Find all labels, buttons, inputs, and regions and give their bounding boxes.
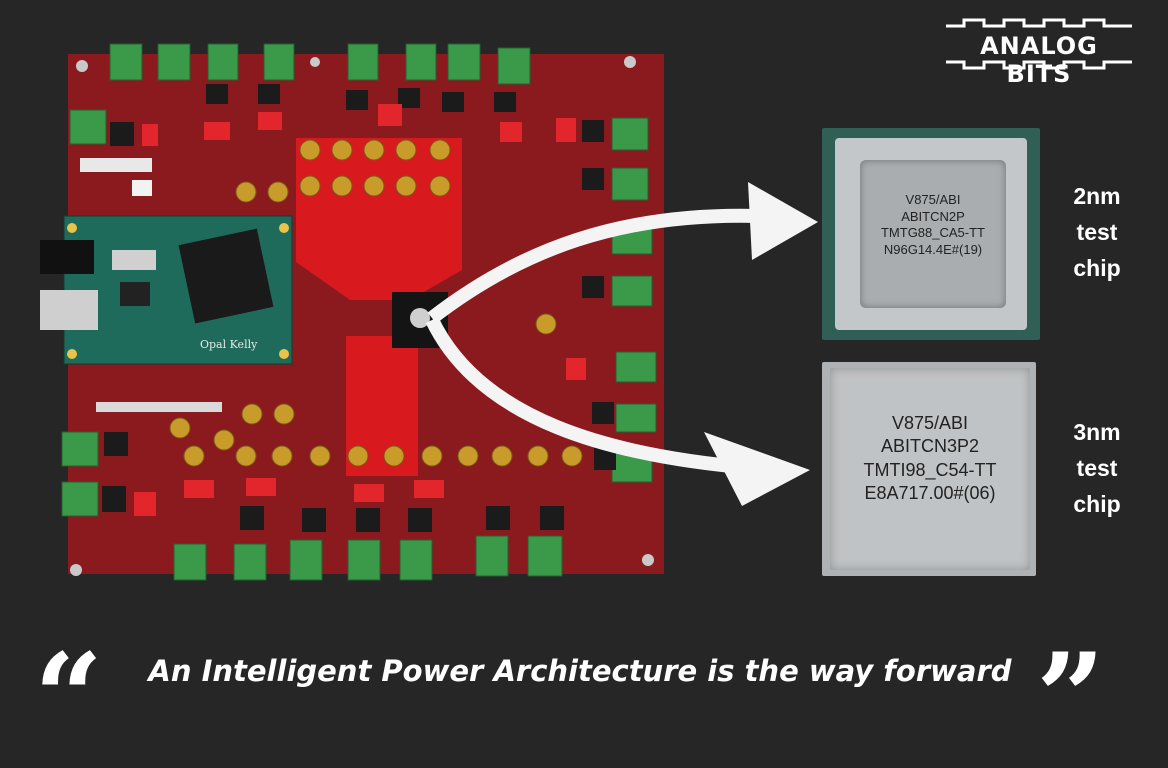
close-quote-icon: ”	[1036, 627, 1106, 768]
chip-3nm-label-line: 3nm	[1073, 419, 1121, 445]
component-pads	[134, 104, 586, 516]
chip-3nm-marking-line: E8A717.00#(06)	[864, 483, 996, 504]
qr-code	[132, 180, 152, 196]
chip-3nm-marking: V875/ABI ABITCN3P2 TMTI98_C54-TT E8A717.…	[830, 412, 1030, 506]
usb-connector	[40, 290, 98, 330]
quote-banner: “ An Intelligent Power Architecture is t…	[0, 634, 1168, 758]
chip-3nm-marking-line: TMTI98_C54-TT	[863, 459, 997, 480]
chip-2nm-label-line: 2nm	[1073, 183, 1121, 209]
chip-2nm-marking-line: V875/ABI	[905, 192, 961, 207]
arrow-to-2nm	[427, 208, 761, 324]
terminal-blocks-left	[61, 109, 107, 517]
terminal-blocks-bottom	[173, 535, 563, 581]
chip-2nm-marking-line: TMTG88_CA5-TT	[880, 225, 985, 241]
module-label: Opal Kelly	[200, 338, 258, 351]
chip-2nm-label-line: test	[1076, 219, 1118, 245]
socket-screw	[410, 308, 430, 328]
chip-2nm-label-line: chip	[1073, 255, 1121, 281]
power-jack	[40, 240, 94, 274]
analog-bits-logo: ANALOG BITS	[944, 18, 1134, 88]
led-strip	[96, 402, 222, 412]
chip-2nm-die	[860, 160, 1006, 308]
chip-3nm-label-line: chip	[1073, 491, 1121, 517]
chip-2nm-marking: V875/ABI ABITCN2P TMTG88_CA5-TT N96G14.4…	[860, 192, 1006, 259]
pin-headers	[102, 84, 616, 532]
arrows-overlay	[425, 182, 818, 506]
chip-2nm-marking-line: ABITCN2P	[901, 208, 965, 224]
open-quote-icon: “	[34, 627, 104, 768]
mounting-screws	[70, 56, 654, 576]
sma-connectors	[169, 139, 583, 467]
arrow-head-2nm	[748, 182, 818, 260]
evaluation-board-photo: Opal Kelly	[40, 43, 664, 581]
chip-3nm-label-line: test	[1076, 455, 1118, 481]
chip-3nm-lid	[830, 368, 1030, 570]
chip-2nm-label: 2nm test chip	[1058, 178, 1136, 286]
chip-3nm-label: 3nm test chip	[1058, 414, 1136, 522]
arrow-to-3nm	[425, 316, 753, 475]
logo-text: ANALOG BITS	[980, 32, 1098, 88]
board-logo-silkscreen	[80, 158, 152, 172]
chip-3nm-marking-line: V875/ABI	[891, 413, 969, 433]
fpga-module: Opal Kelly	[40, 215, 293, 365]
logo-pattern	[946, 18, 1132, 70]
arrow-head-3nm	[704, 432, 810, 506]
chip-3nm-marking-line: ABITCN3P2	[880, 436, 980, 457]
terminal-blocks-top	[109, 43, 531, 85]
quote-text: An Intelligent Power Architecture is the…	[148, 654, 1012, 688]
chip-2nm-marking-line: N96G14.4E#(19)	[883, 241, 983, 257]
